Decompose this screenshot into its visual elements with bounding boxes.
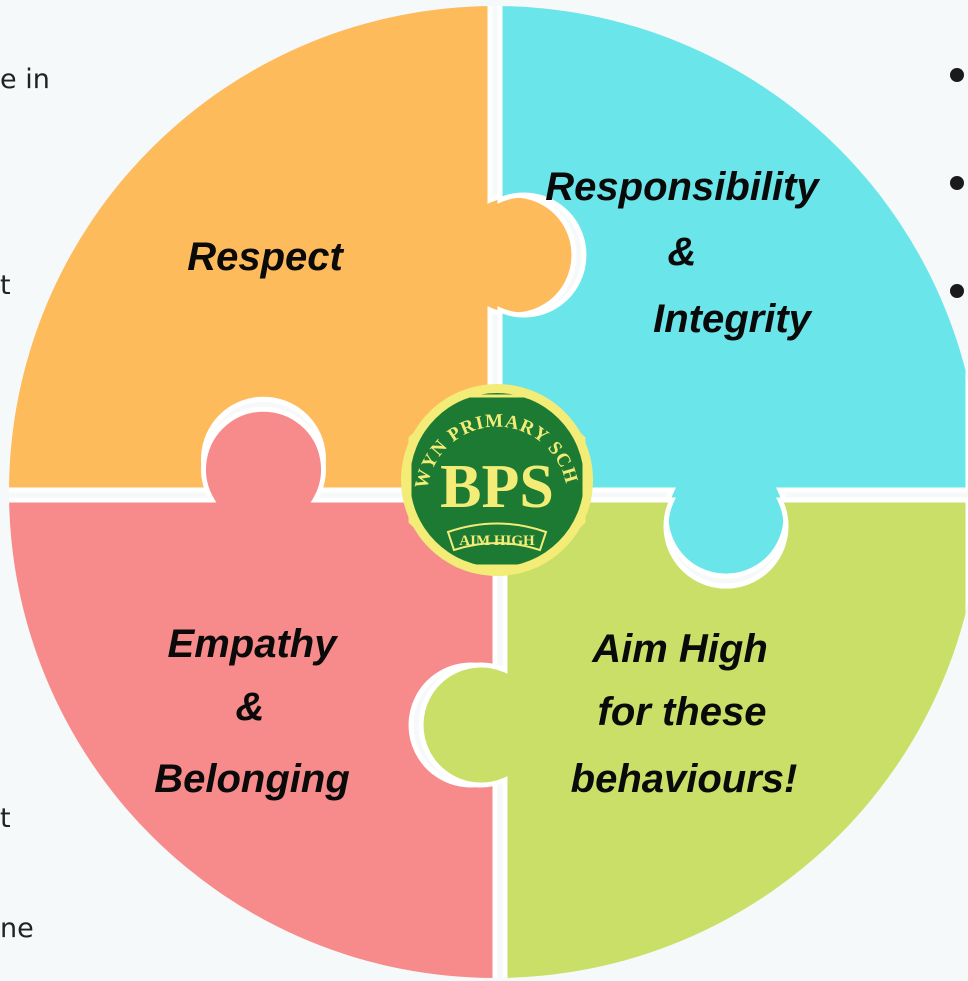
piece-label-empathy-amp: & <box>236 685 265 729</box>
piece-label-empathy: Empathy <box>168 622 339 666</box>
left-edge-text-3: t <box>0 803 11 834</box>
right-bullet-1 <box>950 68 964 82</box>
piece-label-responsibility-amp: & <box>668 230 697 274</box>
left-edge-text-4: ne <box>0 913 34 944</box>
badge-motto: AIM HIGH <box>459 533 535 549</box>
piece-label-belonging: Belonging <box>154 757 350 801</box>
left-edge-text-2: t <box>0 270 11 301</box>
right-bullet-3 <box>950 284 964 298</box>
left-edge-text-1: e in <box>0 64 50 95</box>
piece-label-behaviours: behaviours! <box>571 757 798 801</box>
piece-label-aim-high: Aim High <box>591 627 768 671</box>
piece-label-respect: Respect <box>187 235 344 279</box>
piece-label-responsibility: Responsibility <box>545 165 820 209</box>
badge-initials: BPS <box>440 453 554 521</box>
right-bullet-2 <box>950 176 964 190</box>
piece-label-integrity: Integrity <box>653 297 813 341</box>
piece-label-for-these: for these <box>598 690 767 734</box>
